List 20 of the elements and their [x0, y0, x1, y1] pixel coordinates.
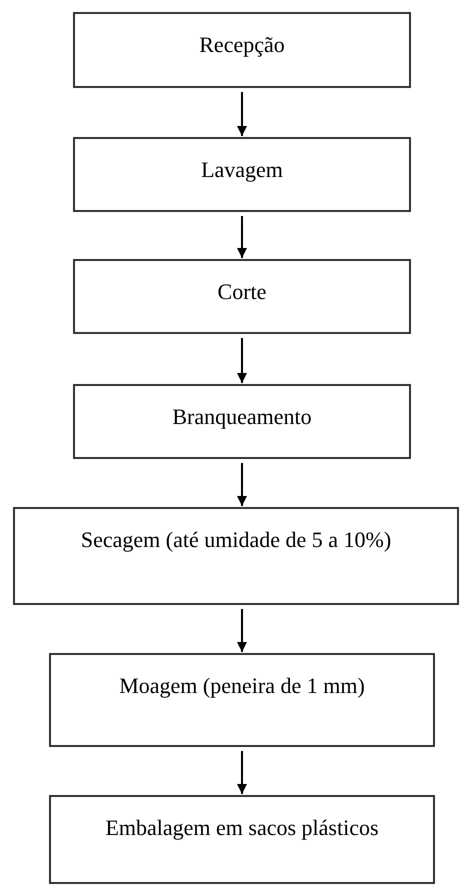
process-box: [49, 795, 435, 884]
step-label: Recepção: [199, 31, 285, 59]
arrow: [237, 92, 247, 136]
process-box: [73, 384, 411, 459]
process-box: [13, 507, 459, 605]
process-box: [73, 137, 411, 212]
arrow: [237, 216, 247, 258]
process-box: [49, 653, 435, 747]
arrow: [237, 338, 247, 383]
step-label: Secagem (até umidade de 5 a 10%): [80, 526, 392, 554]
step-label: Moagem (peneira de 1 mm): [119, 672, 365, 700]
step-label: Lavagem: [201, 156, 283, 184]
process-box: [73, 259, 411, 334]
step-label: Embalagem em sacos plásticos: [105, 814, 379, 842]
arrow: [237, 609, 247, 652]
step-label: Branqueamento: [172, 403, 312, 431]
step-label: Corte: [218, 278, 266, 306]
arrow: [237, 463, 247, 506]
process-box: [73, 12, 411, 88]
arrow: [237, 751, 247, 794]
